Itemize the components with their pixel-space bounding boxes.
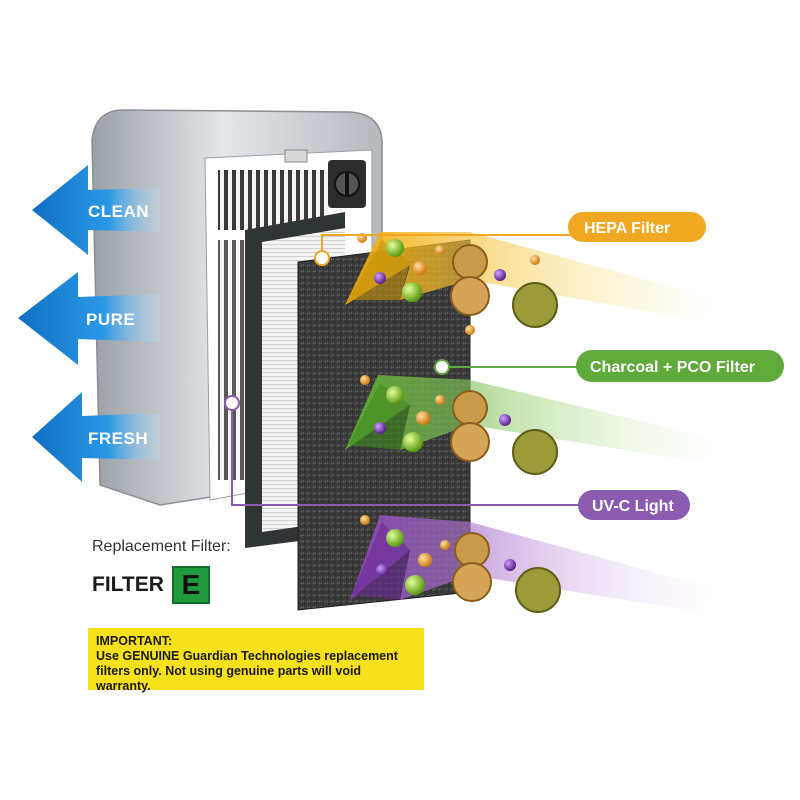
airflow-arrow-fresh: FRESH (32, 392, 160, 482)
charcoal-callout (434, 359, 580, 375)
notice-body: Use GENUINE Guardian Technologies replac… (96, 649, 398, 693)
tag-label: UV-C Light (592, 498, 674, 515)
airflow-arrow-clean: CLEAN (32, 165, 160, 255)
filter-letter-badge: E (171, 566, 210, 604)
charcoal-filter-tag: Charcoal + PCO Filter (576, 350, 784, 382)
hepa-callout (314, 234, 578, 266)
tag-label: Charcoal + PCO Filter (590, 359, 755, 376)
airflow-label: FRESH (88, 429, 148, 448)
particles (357, 233, 561, 613)
important-notice: IMPORTANT: Use GENUINE Guardian Technolo… (88, 628, 424, 693)
replacement-filter-label: Replacement Filter: (92, 538, 231, 555)
airflow-label: CLEAN (88, 202, 149, 221)
knob-icon (328, 160, 366, 208)
uvc-callout (224, 395, 582, 506)
airflow-arrow-pure: PURE (18, 272, 160, 365)
uvc-light-tag: UV-C Light (578, 490, 690, 520)
notice-title: IMPORTANT: (96, 634, 173, 648)
filter-code: FILTER E (92, 566, 210, 604)
filter-word: FILTER (92, 573, 164, 596)
tag-label: HEPA Filter (584, 220, 670, 237)
airflow-label: PURE (86, 310, 135, 329)
hepa-filter-tag: HEPA Filter (568, 212, 706, 242)
